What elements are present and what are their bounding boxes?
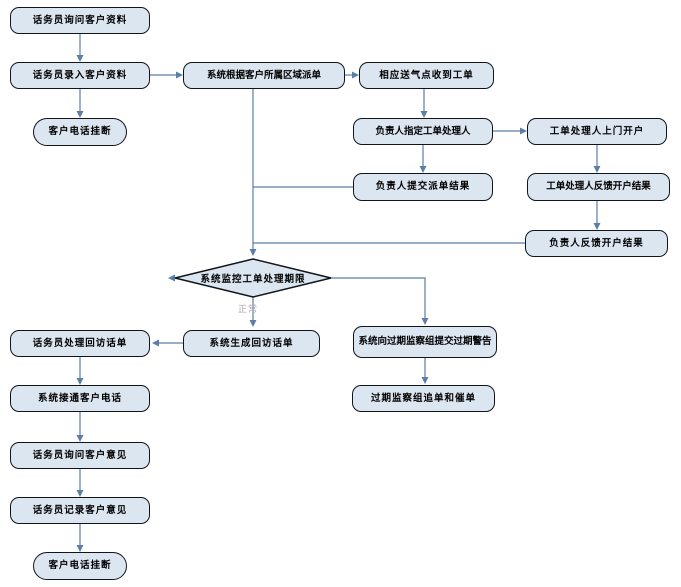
node-label: 负责人指定工单处理人 xyxy=(375,125,471,137)
arrowhead xyxy=(249,320,257,327)
node-handle-callback-ticket: 话务员处理回访话单 xyxy=(10,330,150,357)
edges xyxy=(76,34,601,552)
node-hangup-top: 客户电话挂断 xyxy=(33,118,127,146)
node-label: 工单处理人上门开户 xyxy=(549,125,645,137)
node-label: 过期监察组追单和催单 xyxy=(370,392,476,404)
arrowhead xyxy=(168,274,175,282)
node-label: 客户电话挂断 xyxy=(48,126,112,138)
node-label: 系统接通客户电话 xyxy=(37,392,122,404)
node-generate-callback-ticket: 系统生成回访话单 xyxy=(183,330,320,357)
node-monitor-deadline-label: 系统监控工单处理期限 xyxy=(177,266,329,290)
arrowhead xyxy=(593,166,601,173)
node-handler-feedback-result: 工单处理人反馈开户结果 xyxy=(527,173,670,201)
node-leader-feedback-result: 负责人反馈开户结果 xyxy=(525,230,668,257)
arrowhead xyxy=(421,318,429,325)
arrowhead xyxy=(593,223,601,230)
arrowhead xyxy=(421,377,429,384)
node-label: 相应送气点收到工单 xyxy=(379,69,474,81)
node-label: 系统向过期监察组提交过期警告 xyxy=(358,336,492,348)
arrowhead xyxy=(352,71,359,79)
arrowhead xyxy=(176,71,183,79)
arrowhead xyxy=(76,378,84,385)
node-label: 负责人反馈开户结果 xyxy=(549,237,644,249)
arrowhead xyxy=(76,55,84,62)
node-connect-customer-phone: 系统接通客户电话 xyxy=(10,385,150,412)
node-label: 系统根据客户所属区域派单 xyxy=(206,69,321,81)
node-label: 话务员记录客户意见 xyxy=(32,504,128,516)
arrowhead xyxy=(76,435,84,442)
node-label: 话务员录入客户资料 xyxy=(32,69,128,81)
node-label: 负责人提交派单结果 xyxy=(375,181,471,193)
node-ask-customer-info: 话务员询问客户资料 xyxy=(10,7,150,34)
node-dispatch-by-region: 系统根据客户所属区域派单 xyxy=(183,62,345,89)
node-overdue-warning: 系统向过期监察组提交过期警告 xyxy=(353,326,497,358)
node-assign-handler: 负责人指定工单处理人 xyxy=(353,118,493,145)
arrowhead xyxy=(249,249,257,256)
branch-label-normal: 正常 xyxy=(238,305,259,315)
node-enter-customer-info: 话务员录入客户资料 xyxy=(10,62,150,89)
arrowhead xyxy=(419,166,427,173)
node-label: 系统生成回访话单 xyxy=(209,337,294,349)
node-hangup-bottom: 客户电话挂断 xyxy=(33,552,127,580)
node-label: 话务员处理回访话单 xyxy=(32,337,128,349)
node-handler-visit-open: 工单处理人上门开户 xyxy=(527,118,667,145)
arrowhead xyxy=(76,545,84,552)
arrowhead xyxy=(152,339,159,347)
node-record-customer-opinion: 话务员记录客户意见 xyxy=(10,497,150,524)
arrowhead xyxy=(76,490,84,497)
node-ask-customer-opinion: 话务员询问客户意见 xyxy=(10,442,150,469)
node-gas-point-receive: 相应送气点收到工单 xyxy=(359,62,494,89)
node-overdue-chase: 过期监察组追单和催单 xyxy=(352,385,495,412)
node-label: 客户电话挂断 xyxy=(48,560,112,572)
node-label: 话务员询问客户意见 xyxy=(32,449,128,461)
arrowhead xyxy=(420,111,428,118)
decision-diamond-shape xyxy=(174,258,332,298)
node-submit-dispatch-result: 负责人提交派单结果 xyxy=(353,173,493,201)
node-label: 工单处理人反馈开户结果 xyxy=(546,181,651,193)
arrowhead xyxy=(520,127,527,135)
node-label: 系统监控工单处理期限 xyxy=(200,274,306,285)
node-label: 话务员询问客户资料 xyxy=(32,14,128,26)
arrowhead xyxy=(76,111,84,118)
connector xyxy=(331,277,426,322)
